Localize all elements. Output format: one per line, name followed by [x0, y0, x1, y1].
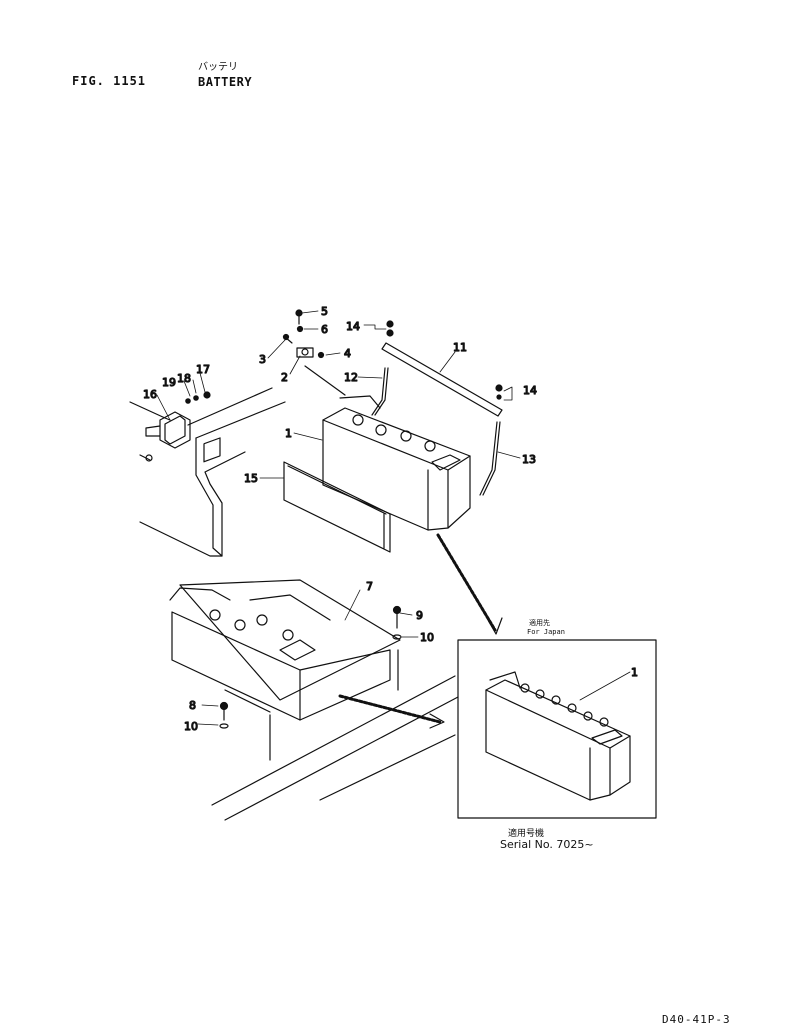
inset-box [457, 639, 657, 819]
callout-3: 3 [259, 353, 266, 366]
tray-bolts [219, 605, 402, 729]
callout-10a: 10 [420, 631, 434, 644]
callout-15: 15 [244, 472, 258, 485]
inset-note-japanese: 適用先 [529, 619, 550, 627]
callout-10b: 10 [184, 720, 198, 733]
callout-17: 17 [196, 363, 210, 376]
figure-number: FIG. 1151 [72, 74, 147, 88]
callout-19: 19 [162, 376, 176, 389]
serial-label-japanese: 適用号機 [508, 829, 545, 839]
bolt-set [386, 320, 503, 400]
callout-18: 18 [177, 372, 191, 385]
callout-14b: 14 [523, 384, 537, 397]
battery-upper [322, 395, 471, 531]
callout-5: 5 [321, 305, 328, 318]
insulation-pad [283, 461, 391, 553]
j-bolt-13 [479, 421, 501, 496]
disconnect-switch [145, 391, 211, 462]
callout-13: 13 [522, 453, 536, 466]
leader-lines [156, 310, 631, 726]
j-bolt-12 [371, 367, 389, 416]
callout-9: 9 [416, 609, 423, 622]
direction-arrow-lower [338, 694, 445, 729]
figure-title-kana: バッテリ [198, 62, 238, 73]
inset-note-english: For Japan [527, 628, 565, 636]
callout-4: 4 [344, 347, 351, 360]
callout-2: 2 [281, 371, 288, 384]
callout-1: 1 [285, 427, 292, 440]
callout-16: 16 [143, 388, 157, 401]
callout-8: 8 [189, 699, 196, 712]
direction-arrow-upper [436, 533, 503, 635]
callout-7: 7 [366, 580, 373, 593]
callout-11: 11 [453, 341, 467, 354]
hold-down-bar [381, 342, 503, 417]
callout-12: 12 [344, 371, 358, 384]
callout-6: 6 [321, 323, 328, 336]
battery-tray-assembly [169, 579, 401, 761]
figure-title: BATTERY [198, 75, 253, 89]
terminal-clamp [282, 309, 346, 396]
callout-14a: 14 [346, 320, 360, 333]
page-code: D40-41P-3 [662, 1013, 731, 1026]
frame-panel [129, 387, 286, 557]
frame-rail [211, 675, 459, 821]
serial-label: Serial No. 7025~ [500, 838, 594, 851]
callout-1-inset: 1 [631, 666, 638, 679]
